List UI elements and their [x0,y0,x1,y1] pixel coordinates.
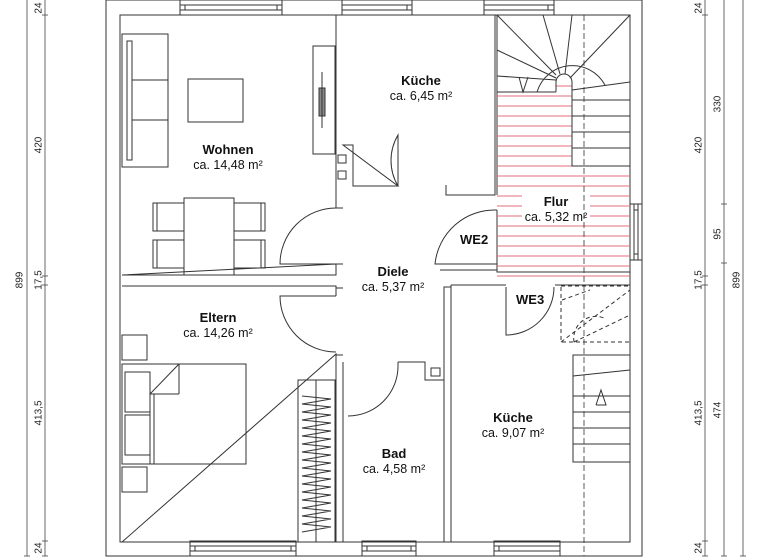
room-label-wohnen: Wohnen ca. 14,48 m² [193,142,263,172]
window-right-flur [629,203,643,261]
wall-kueche-top [341,14,496,196]
bed [121,363,247,465]
room-label-kueche-bottom: Küche ca. 9,07 m² [481,410,545,440]
door-bad [347,362,399,417]
dim-right-mid-upper: 330 [712,95,724,113]
dimension-lines-right [702,0,746,557]
dim-right-mid-mid: 95 [712,228,724,240]
wall-eltern [120,285,337,543]
wall-diele-right [440,269,497,380]
tv-cabinet [312,45,336,155]
room-label-kueche-top: Küche ca. 6,45 m² [389,73,453,103]
dim-right-mid-wall: 17,5 [693,270,705,290]
wall-diele [336,207,343,356]
room-area: ca. 6,45 m² [389,88,453,103]
shaft [430,367,441,377]
dim-left-lower: 413,5 [33,400,45,426]
room-label-eltern: Eltern ca. 14,26 m² [183,310,253,340]
room-label-bad: Bad ca. 4,58 m² [362,446,426,476]
shaft [337,154,347,164]
room-name: Diele [377,264,409,279]
dimension-lines-left [24,0,48,557]
window-bottom-kueche [493,540,561,557]
dim-left-top-wall: 24 [33,2,45,14]
entrance-label-we3: WE3 [516,292,545,307]
dim-right-top-wall: 24 [693,2,705,14]
wall-flur [496,14,631,273]
door-kueche-top [390,133,399,187]
stair-hatch [497,85,630,277]
dim-left-mid-wall: 17,5 [33,270,45,290]
shaft [337,170,347,180]
nightstand [121,466,148,493]
room-name: Eltern [199,310,237,325]
window-bottom-eltern [189,540,297,557]
room-label-flur: Flur ca. 5,32 m² [524,194,588,224]
window-top-wohnen [179,0,283,16]
room-name: Küche [401,73,441,88]
room-name: Wohnen [202,142,254,157]
window-top-flur [483,0,555,16]
stair-upper [496,14,631,167]
room-area: ca. 14,26 m² [183,325,253,340]
room-area: ca. 5,37 m² [361,279,425,294]
dim-left-upper: 420 [33,136,45,154]
dim-right-bottom-wall: 24 [693,542,705,554]
room-name: Küche [493,410,533,425]
door-eltern [279,295,337,353]
wall-kueche-bottom [450,284,631,543]
room-area: ca. 9,07 m² [481,425,545,440]
dim-left-total: 899 [14,271,26,289]
room-name: Flur [543,194,569,209]
room-label-diele: Diele ca. 5,37 m² [361,264,425,294]
dim-right-total: 899 [731,271,743,289]
dim-left-bottom-wall: 24 [33,542,45,554]
room-name: Bad [381,446,407,461]
coffee-table [187,78,244,123]
nightstand [121,334,148,361]
dim-right-mid-lower: 474 [712,401,724,419]
room-area: ca. 5,32 m² [524,209,588,224]
dim-right-lower: 413,5 [693,400,705,426]
dining-table [152,197,266,276]
window-top-kueche [341,0,413,16]
sofa [121,33,169,168]
wardrobe [297,379,336,543]
room-area: ca. 4,58 m² [362,461,426,476]
door-we2 [434,209,498,265]
entrance-label-we2: WE2 [460,232,489,247]
stair-lower [560,285,631,463]
dim-right-upper: 420 [693,136,705,154]
door-we3 [505,286,555,336]
window-bottom-bad [361,540,417,557]
room-area: ca. 14,48 m² [193,157,263,172]
door-wohnen [279,207,337,265]
